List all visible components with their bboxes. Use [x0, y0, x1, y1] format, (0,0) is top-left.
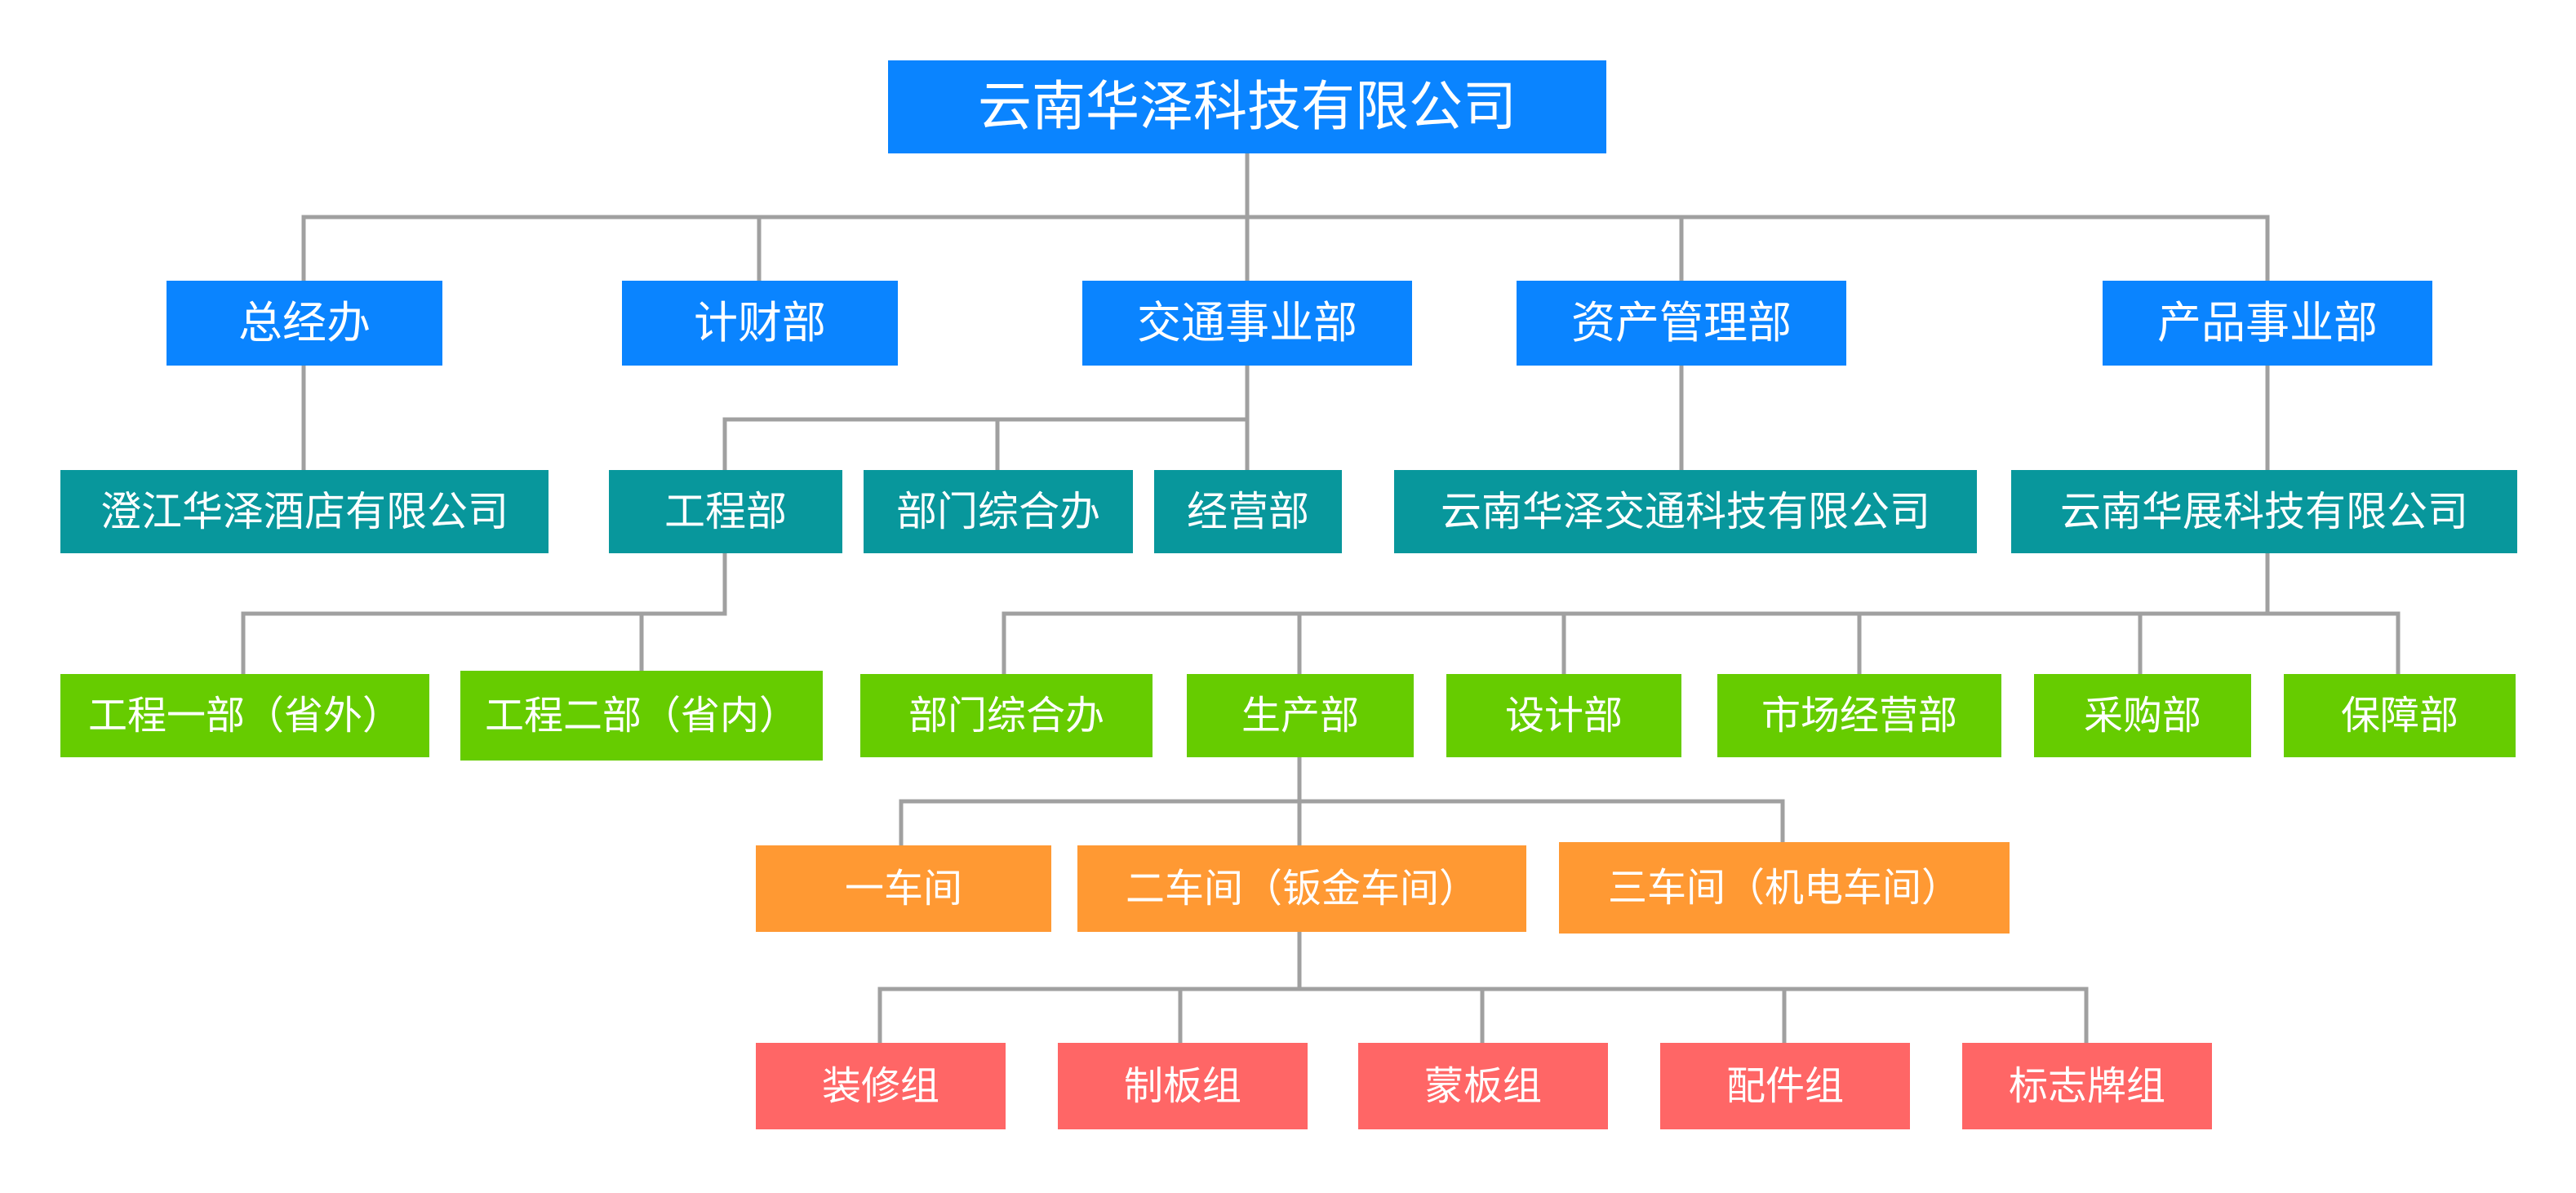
- connector-transport-division: [722, 361, 1250, 474]
- group-decoration: 装修组: [756, 1043, 1006, 1129]
- org-root: 云南华泽科技有限公司: [888, 60, 1606, 153]
- team-engineering-1: 工程一部（省外）: [60, 674, 429, 757]
- workshop-3: 三车间（机电车间）: [1559, 842, 2010, 934]
- dept-finance: 计财部: [622, 281, 898, 366]
- dept-general-office: 总经办: [167, 281, 442, 366]
- group-signage: 标志牌组: [1962, 1043, 2212, 1129]
- team-marketing: 市场经营部: [1717, 674, 2001, 757]
- team-engineering-2: 工程二部（省内）: [460, 671, 823, 761]
- team-procurement: 采购部: [2034, 674, 2251, 757]
- group-parts: 配件组: [1660, 1043, 1910, 1129]
- unit-operations: 经营部: [1154, 470, 1342, 553]
- unit-chengjiang-hotel: 澄江华泽酒店有限公司: [60, 470, 549, 553]
- connector-root: [301, 150, 2270, 285]
- team-design: 设计部: [1446, 674, 1681, 757]
- team-product-general-office: 部门综合办: [860, 674, 1153, 757]
- dept-product-division: 产品事业部: [2103, 281, 2432, 366]
- connector-huazhan: [1002, 549, 2401, 678]
- group-plate-making: 制板组: [1058, 1043, 1308, 1129]
- unit-huazhan-tech: 云南华展科技有限公司: [2011, 470, 2517, 553]
- workshop-2: 二车间（钣金车间）: [1077, 845, 1526, 932]
- connector-workshop-2: [877, 928, 2089, 1047]
- group-skin-panel: 蒙板组: [1358, 1043, 1608, 1129]
- unit-engineering: 工程部: [609, 470, 842, 553]
- workshop-1: 一车间: [756, 845, 1051, 932]
- dept-asset-management: 资产管理部: [1517, 281, 1846, 366]
- dept-transport-division: 交通事业部: [1082, 281, 1412, 366]
- team-production: 生产部: [1187, 674, 1414, 757]
- connector-production: [899, 753, 1785, 849]
- connector-engineering: [241, 549, 727, 678]
- unit-huaze-transport-tech: 云南华泽交通科技有限公司: [1394, 470, 1977, 553]
- unit-transport-general-office: 部门综合办: [864, 470, 1133, 553]
- team-assurance: 保障部: [2284, 674, 2516, 757]
